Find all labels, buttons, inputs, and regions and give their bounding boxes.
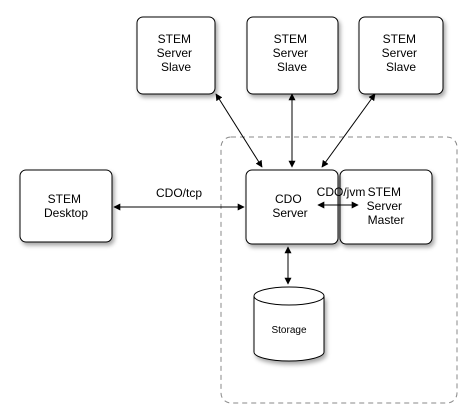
node-stem-server-slave-3[interactable]: STEM Server Slave bbox=[358, 16, 444, 95]
node-stem-server-master[interactable]: STEM Server Master bbox=[339, 169, 433, 245]
node-cdo-server[interactable]: CDO Server bbox=[245, 169, 339, 245]
node-label: Storage bbox=[271, 325, 306, 336]
node-label: STEM Desktop bbox=[44, 192, 88, 220]
node-label: STEM Server Master bbox=[367, 185, 406, 227]
node-label: STEM Server Slave bbox=[157, 32, 196, 74]
edge-slave-1-cdo-server bbox=[215, 93, 263, 168]
edge-label-cdo-tcp: CDO/tcp bbox=[156, 186, 202, 200]
node-stem-desktop[interactable]: STEM Desktop bbox=[19, 169, 113, 243]
node-stem-server-slave-2[interactable]: STEM Server Slave bbox=[246, 16, 339, 95]
node-label: CDO Server bbox=[272, 192, 307, 220]
edge-slave-3-cdo-server bbox=[321, 93, 376, 168]
node-label: STEM Server Slave bbox=[273, 32, 312, 74]
node-storage[interactable]: Storage bbox=[253, 286, 325, 362]
node-label: STEM Server Slave bbox=[382, 32, 421, 74]
edge-label-cdo-jvm: CDO/jvm bbox=[317, 185, 366, 199]
node-stem-server-slave-1[interactable]: STEM Server Slave bbox=[136, 16, 216, 95]
